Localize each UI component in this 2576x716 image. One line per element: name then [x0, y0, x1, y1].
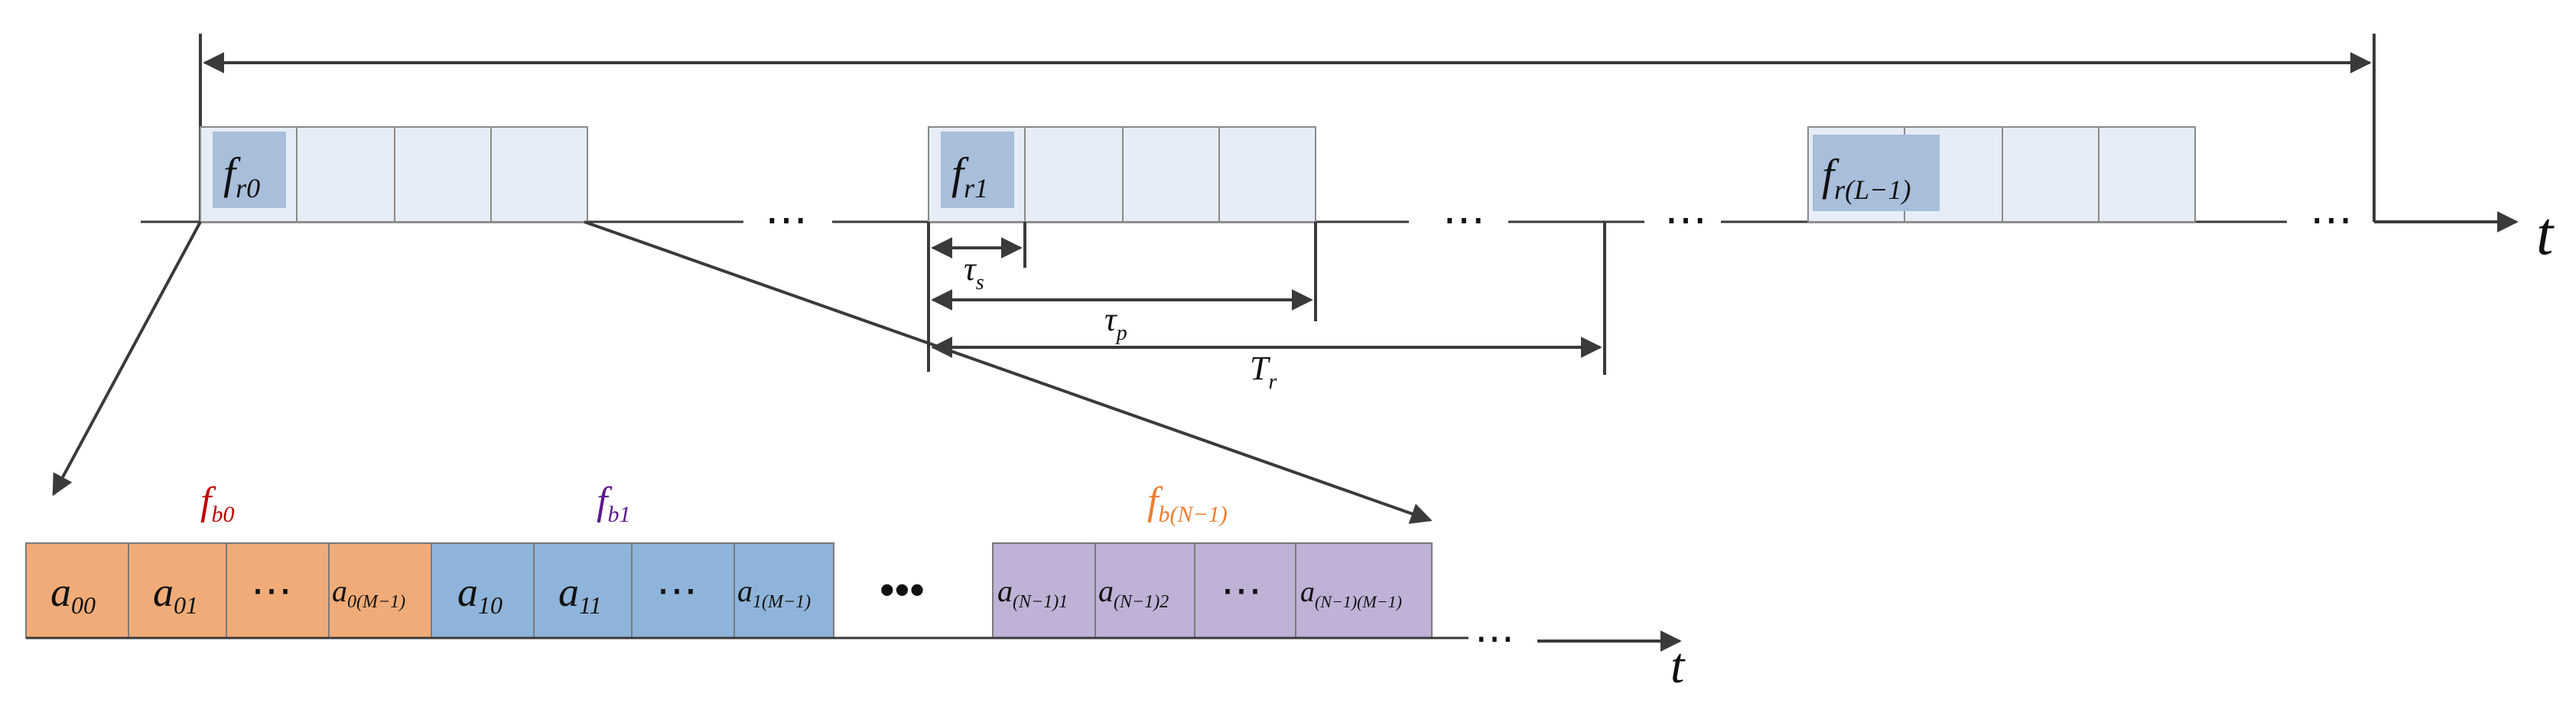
cell-ellipsis: ⋯	[656, 568, 698, 613]
cell-labels: a00 a01 ⋯ a0(M−1) a10 a11 ⋯ a1(M−1) a(N−…	[50, 568, 1402, 619]
cell-label: a(N−1)(M−1)	[1300, 576, 1402, 611]
framelast-tag	[1813, 135, 1940, 211]
ellipsis: ⋯	[2310, 197, 2353, 244]
tau-s-label: τs	[964, 250, 984, 295]
framelast-cell	[2002, 126, 2100, 223]
frame1-cell	[1024, 126, 1124, 223]
group1-label: fb1	[597, 480, 630, 527]
top-time-label: t	[2536, 200, 2555, 268]
group2-label: fb(N−1)	[1147, 480, 1228, 527]
bottom-tail-ellipsis: ⋯	[1475, 617, 1514, 661]
cell-bg	[431, 542, 535, 639]
cell-bg	[733, 542, 834, 639]
cell-bg	[128, 542, 227, 639]
frame1-cell	[1122, 126, 1220, 223]
cell-bg	[1194, 542, 1296, 639]
frame1-tag	[941, 132, 1014, 208]
dimension-markers	[927, 222, 1606, 375]
cell-bg	[226, 542, 330, 639]
frame0-cell	[296, 126, 395, 223]
tau-p-label: τp	[1104, 301, 1127, 345]
zoom-arrow-left	[52, 221, 202, 496]
cell-label: a(N−1)2	[1098, 574, 1169, 612]
frame1-cell	[1218, 126, 1316, 223]
cell-label: a(N−1)1	[997, 574, 1068, 612]
cell-bg	[25, 542, 129, 639]
cell-label: a11	[558, 569, 602, 619]
bottom-baseline	[26, 630, 1682, 652]
cell-ellipsis: ⋯	[251, 568, 292, 613]
frame-block-1: fr1	[928, 126, 1316, 223]
bottom-mid-ellipsis: •••	[880, 567, 925, 614]
frame-block-0: fr0	[200, 126, 588, 223]
ellipsis: ⋯	[1664, 197, 1707, 244]
cell-label: a0(M−1)	[332, 574, 405, 612]
cell-bg	[328, 542, 432, 639]
ellipsis: ⋯	[1442, 197, 1485, 244]
zoom-connectors	[52, 220, 1433, 524]
cell-bg	[533, 542, 633, 639]
cell-label: a00	[50, 569, 96, 619]
cell-bg	[992, 542, 1096, 639]
cell-bg	[1094, 542, 1195, 639]
cell-bg	[1295, 542, 1433, 639]
cell-label: a1(M−1)	[737, 574, 811, 612]
frame0-tag	[213, 132, 286, 208]
top-ellipses: ⋯ ⋯ ⋯ ⋯	[765, 197, 2353, 244]
cell-ellipsis: ⋯	[1221, 568, 1262, 613]
group0-label: fb0	[200, 480, 234, 527]
cell-label: a10	[457, 569, 503, 619]
framelast-cell	[2098, 126, 2196, 223]
ellipsis: ⋯	[765, 197, 808, 244]
cell-bg	[631, 542, 735, 639]
frame-block-last: fr(L−1)	[1807, 126, 2196, 223]
frame0-cell	[490, 126, 588, 223]
T-r-label: Tr	[1250, 350, 1277, 394]
zoom-arrow-right	[584, 220, 1433, 524]
cell-label: a01	[153, 569, 198, 619]
frame0-cell	[394, 126, 492, 223]
bottom-time-label: t	[1670, 638, 1686, 694]
